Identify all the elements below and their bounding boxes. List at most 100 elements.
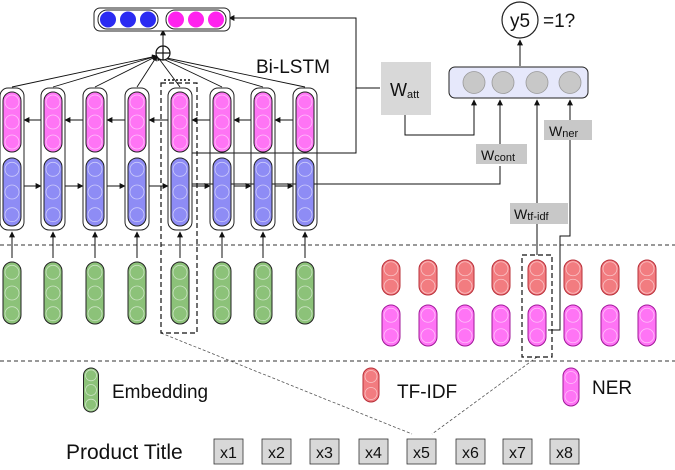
output-layer-cell — [462, 71, 486, 94]
token-x7: x7 — [502, 438, 533, 465]
lstm-to-concat-arrow — [94, 55, 158, 88]
w-ner-label: Wner — [549, 123, 578, 140]
forward-lstm-cell — [2, 157, 22, 227]
concat-forward-unit — [120, 11, 136, 28]
x5-link-left — [160, 332, 413, 435]
forward-lstm-cell — [212, 157, 232, 227]
bilstm-column-frame — [167, 87, 193, 231]
tfidf-vector — [455, 259, 475, 296]
w-tfidf-box — [510, 203, 568, 224]
concat-backward-unit — [208, 11, 224, 28]
backward-lstm-cell — [127, 91, 147, 153]
bilstm-column-frame — [124, 87, 150, 231]
token-label: x5 — [413, 445, 430, 462]
output-layer-cell — [525, 71, 549, 94]
lstm-to-concat-arrow — [156, 54, 264, 88]
token-box — [406, 438, 437, 465]
token-label: x1 — [220, 445, 237, 462]
token-box — [358, 438, 389, 465]
embedding-row — [2, 261, 315, 325]
embedding-vector — [212, 261, 232, 325]
output-cells — [462, 71, 582, 94]
embedding-vector — [295, 261, 315, 325]
att-to-output-arrow — [404, 99, 477, 136]
token-x3: x3 — [309, 438, 340, 465]
legend-tfidf-icon — [362, 367, 380, 403]
token-label: x2 — [268, 445, 285, 462]
backward-lstm-cell — [295, 91, 315, 153]
token-box — [261, 438, 292, 465]
output-layer — [448, 66, 589, 99]
backward-lstm-cell — [253, 91, 273, 153]
tfidf-vector — [637, 259, 657, 296]
bilstm-column-frame — [0, 87, 25, 231]
context-to-att-line — [192, 15, 357, 154]
x5-link-right — [431, 356, 538, 435]
backward-lstm-cell — [212, 91, 232, 153]
token-label: x4 — [365, 445, 382, 462]
concat-backward-unit — [188, 11, 204, 28]
ner-vector — [600, 304, 620, 347]
lstm-to-concat-arrow — [156, 54, 306, 88]
legend-embedding-icon — [83, 367, 99, 413]
forward-lstm-cell — [253, 157, 273, 227]
token-label: x7 — [509, 445, 526, 462]
token-x6: x6 — [455, 438, 486, 465]
legend-embedding-label: Embedding — [112, 382, 208, 403]
token-row: x1 x2 x3 x4 x5 x6 x7 x8 — [213, 438, 580, 465]
legend-icons — [83, 367, 580, 413]
token-label: x6 — [462, 445, 479, 462]
lstm-to-concat-arrow — [52, 54, 158, 88]
bilstm-column-frame — [82, 87, 108, 231]
token-label: x8 — [556, 445, 573, 462]
ner-vector — [491, 304, 511, 347]
bilstm-column-frame — [209, 87, 235, 231]
lstm-to-concat-arrow — [156, 55, 181, 88]
tfidf-vector — [527, 259, 547, 296]
token-x1: x1 — [213, 438, 244, 465]
token-box — [213, 438, 244, 465]
token-x2: x2 — [261, 438, 292, 465]
product-title-label: Product Title — [66, 441, 183, 464]
ner-vector — [637, 304, 657, 347]
bilstm-column-frame — [40, 87, 66, 231]
concat-forward-frame — [97, 9, 159, 30]
ner-to-output-arrow — [548, 99, 573, 331]
ner-vector — [418, 304, 438, 347]
backward-lstm-cell — [85, 91, 105, 153]
output-layer-cell — [558, 71, 582, 94]
concatenated-output — [93, 7, 231, 32]
output-node — [501, 1, 539, 39]
bilstm-label: Bi-LSTM — [256, 57, 330, 78]
lstm-to-concat-arrow — [11, 54, 158, 88]
backward-lstm-cell — [43, 91, 63, 153]
bilstm-column-frame — [292, 87, 318, 231]
embedding-vector — [2, 261, 22, 325]
bilstm-column-frame — [250, 87, 276, 231]
concat-backward-frame — [165, 9, 227, 30]
cont-input-line — [192, 166, 501, 185]
x5-feature-highlight-box — [521, 254, 553, 358]
token-box — [455, 438, 486, 465]
token-x4: x4 — [358, 438, 389, 465]
concat-backward-unit — [168, 11, 184, 28]
token-box — [309, 438, 340, 465]
connections — [9, 15, 573, 435]
x5-highlight-box — [160, 82, 198, 334]
embedding-vector — [85, 261, 105, 325]
legend-tfidf-label: TF-IDF — [397, 382, 457, 403]
lstm-to-concat-arrow — [156, 55, 223, 88]
ner-vector — [563, 304, 583, 347]
embedding-vector — [170, 261, 190, 325]
ner-vector — [381, 304, 401, 347]
backward-lstm-cell — [2, 91, 22, 153]
tfidf-vector — [381, 259, 401, 296]
output-label: y5 — [510, 11, 530, 32]
tfidf-vector — [563, 259, 583, 296]
tfidf-vector — [491, 259, 511, 296]
token-x8: x8 — [549, 438, 580, 465]
forward-lstm-cell — [85, 157, 105, 227]
ner-vector — [455, 304, 475, 347]
forward-lstm-cell — [43, 157, 63, 227]
output-question: =1? — [543, 11, 575, 32]
